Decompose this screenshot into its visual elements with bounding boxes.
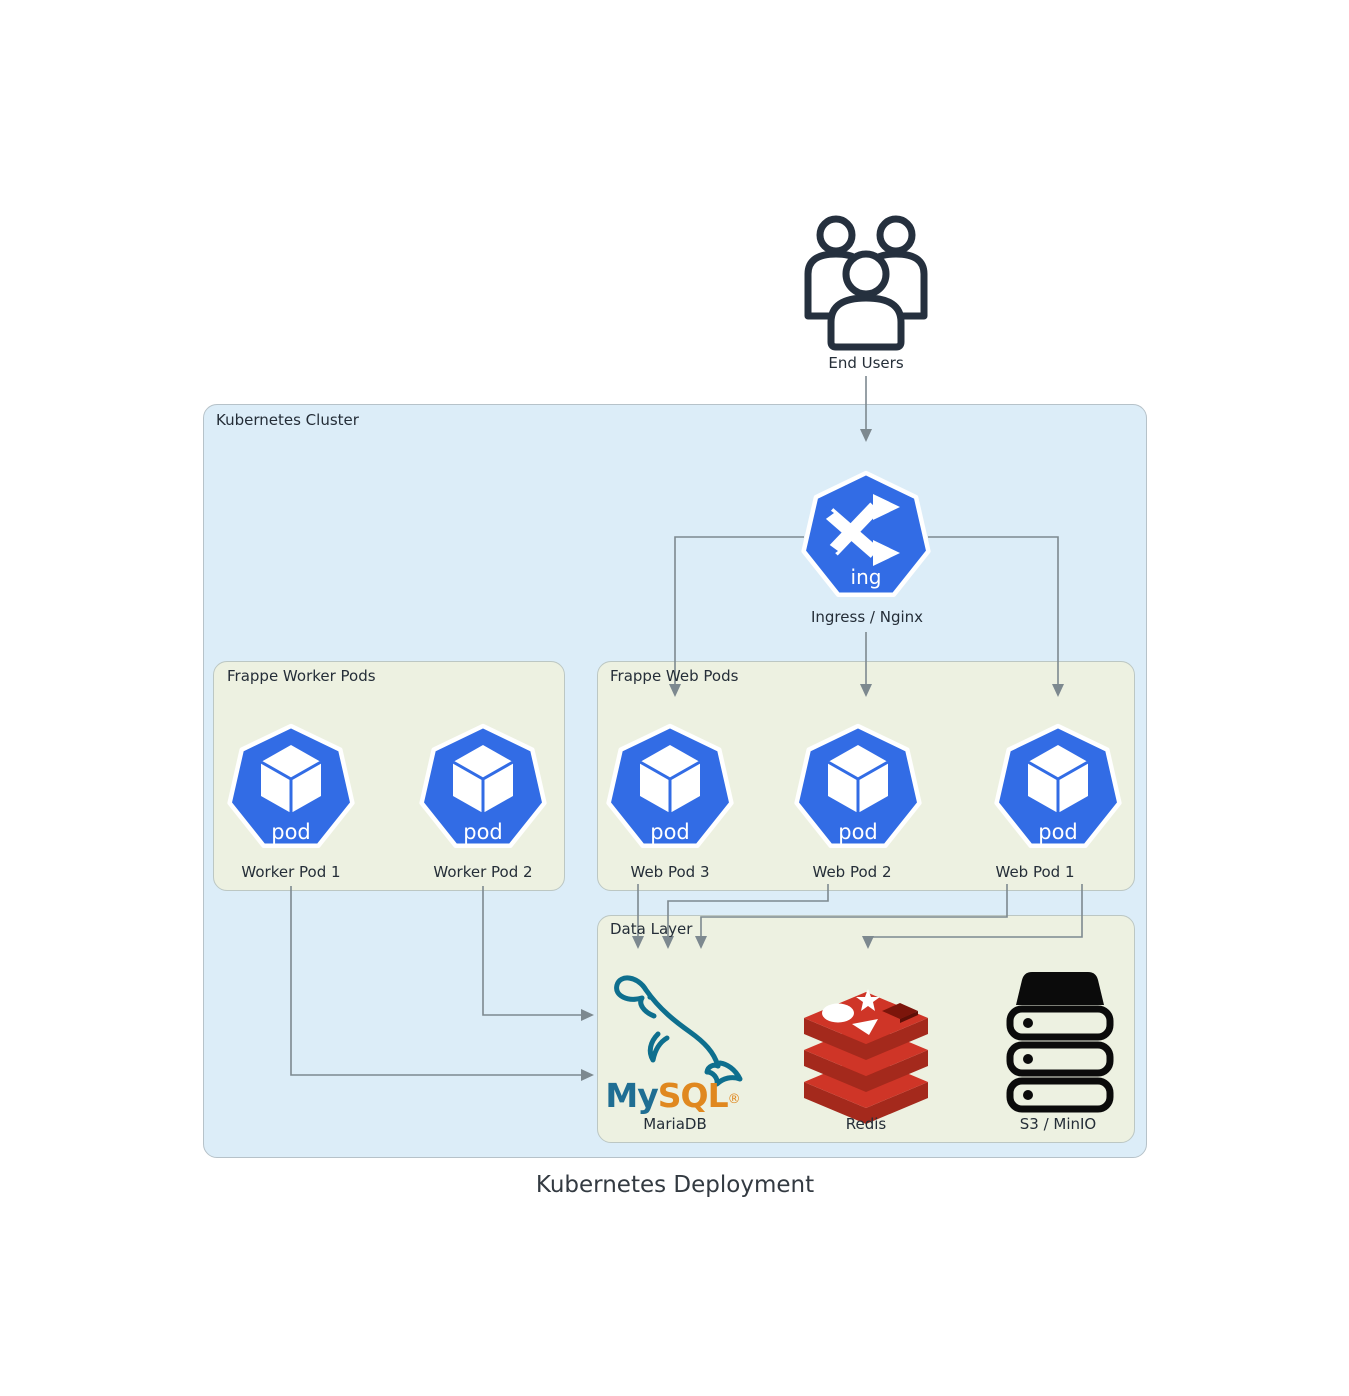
edge-webpod1-mariadb [695, 884, 1008, 949]
edge-workerpod2-mariadb [482, 886, 594, 1021]
k8s-pod-icon: pod [794, 723, 922, 849]
users-group-icon [804, 215, 928, 351]
worker-pod-1-label: Worker Pod 1 [241, 863, 341, 881]
mysql-wordmark-reg: ® [727, 1092, 741, 1107]
diagram-title: Kubernetes Deployment [535, 1172, 815, 1198]
redis-logo [804, 989, 928, 1124]
web-pod-3-label: Web Pod 3 [630, 863, 710, 881]
cluster-title: Kubernetes Cluster [216, 411, 359, 429]
k8s-pod-icon: pod [606, 723, 734, 849]
mysql-wordmark: MySQL® [605, 1079, 740, 1117]
edge-ingress-webpod1 [928, 536, 1064, 697]
worker-pod-2-label: Worker Pod 2 [433, 863, 533, 881]
worker-group-title: Frappe Worker Pods [227, 667, 376, 685]
mysql-wordmark-sql: SQL [657, 1076, 729, 1115]
k8s-pod-icon: pod [419, 723, 547, 849]
s3-minio-label: S3 / MinIO [1019, 1115, 1097, 1133]
mysql-logo [614, 975, 743, 1087]
k8s-pod-icon: pod [227, 723, 355, 849]
redis-label: Redis [845, 1115, 887, 1133]
ingress-badge: ing [851, 565, 882, 589]
pod-badge: pod [650, 820, 690, 844]
mariadb-label: MariaDB [643, 1115, 707, 1133]
web-group-title: Frappe Web Pods [610, 667, 739, 685]
edge-workerpod1-mariadb [290, 886, 594, 1081]
data-group-title: Data Layer [610, 920, 693, 938]
ingress-label: Ingress / Nginx [810, 608, 924, 626]
pod-badge: pod [838, 820, 878, 844]
pod-badge: pod [463, 820, 503, 844]
end-users-label: End Users [828, 354, 904, 372]
k8s-pod-icon: pod [994, 723, 1122, 849]
edge-ingress-webpod3 [669, 536, 804, 697]
edge-webpod2-mariadb [662, 884, 829, 949]
k8s-ingress-icon: ing [801, 470, 931, 597]
web-pod-2-label: Web Pod 2 [812, 863, 892, 881]
pod-badge: pod [1038, 820, 1078, 844]
edge-webpod1-redis [862, 884, 1083, 949]
pod-badge: pod [271, 820, 311, 844]
web-pod-1-label: Web Pod 1 [995, 863, 1075, 881]
mysql-wordmark-my: My [605, 1076, 658, 1115]
storage-server-icon [1006, 972, 1114, 1113]
